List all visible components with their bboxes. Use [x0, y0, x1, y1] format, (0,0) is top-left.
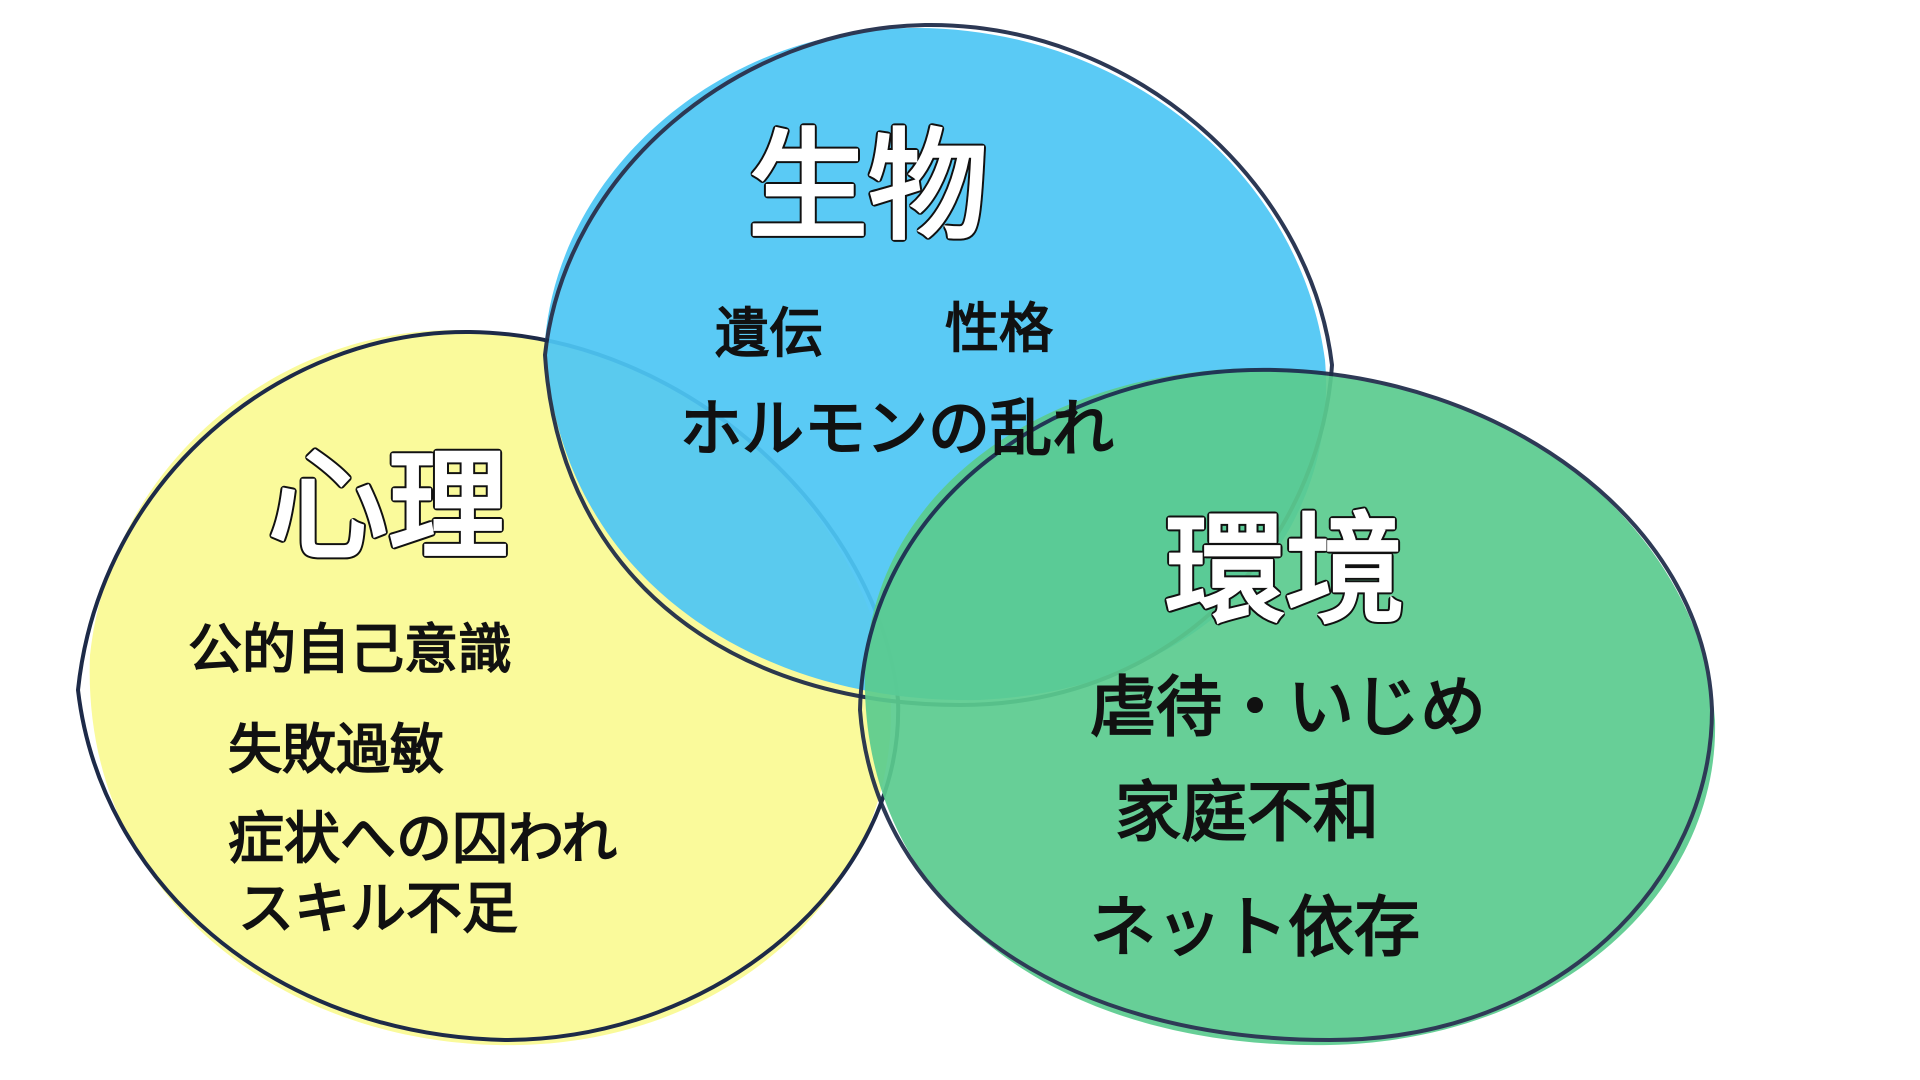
circle-environment-outline: [857, 367, 1715, 1043]
biology-item-hormones: ホルモンの乱れ: [680, 392, 1114, 465]
biology-item-personality: 性格: [945, 297, 1054, 360]
environment-item-internet-addiction: ネット依存: [1090, 889, 1420, 966]
psychology-item-symptom-fixation: 症状への囚われ: [228, 807, 617, 872]
circle-environment-fill: [864, 367, 1716, 1046]
environment-title: 環境: [1165, 502, 1405, 641]
environment-item-abuse-bullying: 虐待・いじめ: [1090, 669, 1486, 746]
biology-item-genetics: 遺伝: [715, 302, 823, 365]
circle-environment: [857, 367, 1716, 1046]
psychology-title: 心理: [268, 438, 508, 577]
circle-biology-outline: [542, 22, 1335, 708]
environment-item-family-discord: 家庭不和: [1115, 774, 1379, 851]
psychology-item-skill-deficit: スキル不足: [238, 877, 518, 942]
psychology-item-public-self-consciousness: 公的自己意識: [188, 618, 512, 681]
psychology-item-failure-sensitivity: 失敗過敏: [228, 718, 444, 781]
biology-title: 生物: [748, 118, 988, 257]
